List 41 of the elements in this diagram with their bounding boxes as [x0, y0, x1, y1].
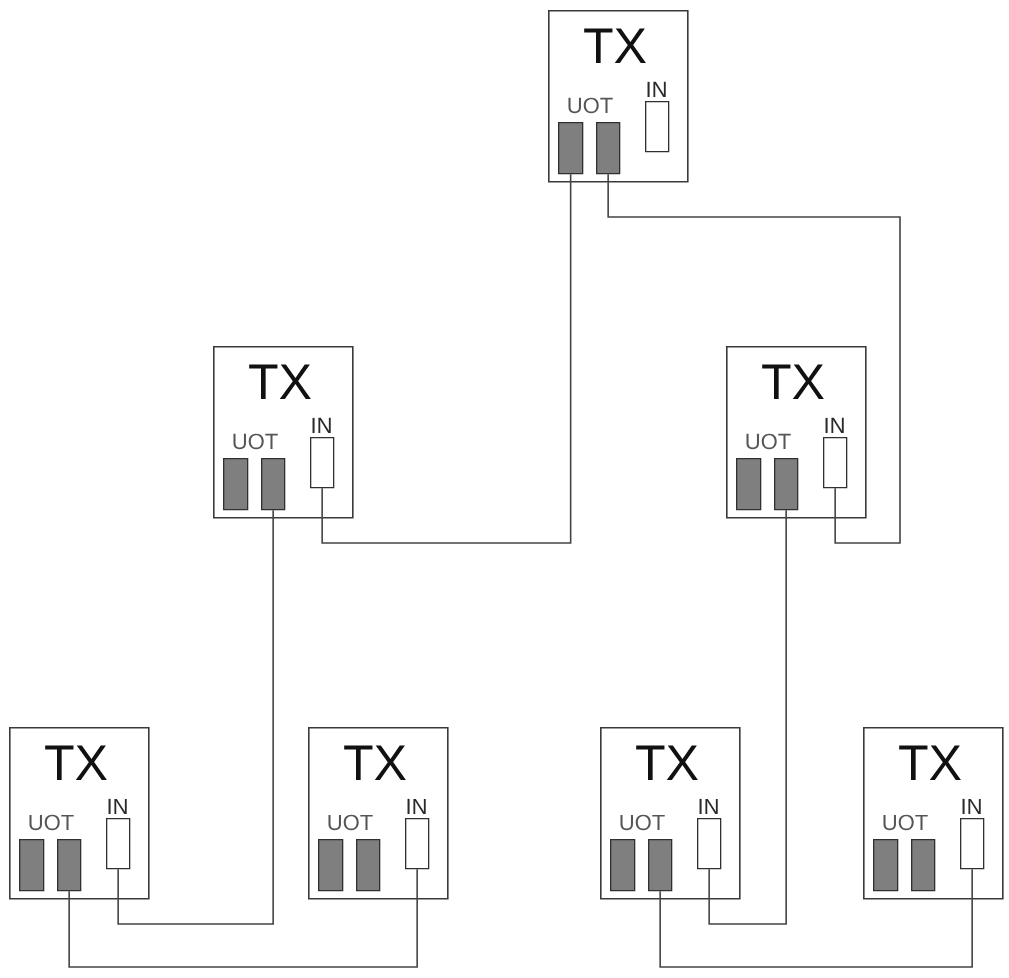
output-port — [356, 839, 381, 892]
output-port — [318, 839, 344, 892]
wire — [68, 868, 418, 968]
output-port — [873, 839, 899, 892]
input-port: IN — [645, 81, 670, 153]
output-port — [57, 839, 82, 892]
output-port — [774, 458, 799, 511]
output-port — [558, 122, 584, 175]
wire — [321, 173, 572, 544]
node-label: IN — [825, 417, 844, 434]
node-label: IN — [108, 798, 127, 815]
port-label: UOT — [883, 814, 928, 831]
input-port: IN — [960, 798, 985, 870]
wire — [708, 509, 787, 925]
input-port: IN — [106, 798, 131, 870]
port-label: UOT — [746, 433, 791, 450]
output-port — [648, 839, 673, 892]
input-port: IN — [310, 417, 335, 489]
node-label: IN — [962, 798, 981, 815]
port-label: UOT — [233, 433, 278, 450]
node-label: IN — [312, 417, 331, 434]
input-port: IN — [405, 798, 430, 870]
output-port — [19, 839, 45, 892]
node-label: IN — [407, 798, 426, 815]
output-port — [596, 122, 621, 175]
port-label: UOT — [568, 97, 613, 114]
output-port — [736, 458, 762, 511]
port-label: UOT — [328, 814, 373, 831]
wire — [117, 509, 274, 925]
wire — [607, 173, 901, 544]
port-label: UOT — [29, 814, 74, 831]
input-port: IN — [823, 417, 848, 489]
output-port — [223, 458, 249, 511]
output-port — [261, 458, 286, 511]
output-port — [610, 839, 636, 892]
port-label: UOT — [620, 814, 665, 831]
output-port — [911, 839, 936, 892]
input-port: IN — [697, 798, 722, 870]
wire — [659, 868, 973, 968]
node-label: IN — [699, 798, 718, 815]
node-label: IN — [647, 81, 666, 98]
